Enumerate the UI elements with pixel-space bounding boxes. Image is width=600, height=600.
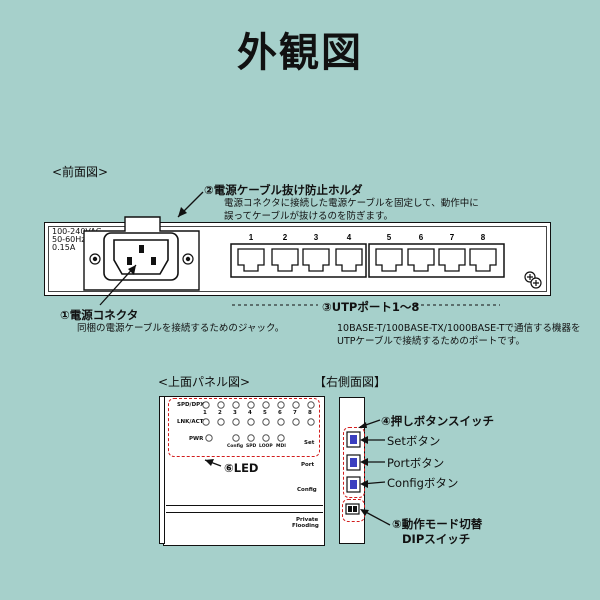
utp-port-number: 2 bbox=[283, 233, 288, 242]
pwr-label: PWR bbox=[189, 436, 204, 442]
status-led bbox=[277, 418, 285, 426]
side-label-config: Config bbox=[297, 487, 317, 493]
utp-port-socket bbox=[271, 248, 299, 272]
utp-port-number: 5 bbox=[387, 233, 392, 242]
set-button-label: Setボタン bbox=[387, 434, 441, 448]
status-led bbox=[217, 401, 225, 409]
side-label-flooding: Flooding bbox=[292, 523, 319, 529]
led-number: 3 bbox=[233, 410, 237, 416]
mode-led bbox=[262, 434, 270, 442]
status-led bbox=[307, 418, 315, 426]
page-title: 外観図 bbox=[237, 30, 363, 76]
utp-port-number: 7 bbox=[450, 233, 455, 242]
desc-line: UTPケーブルで接続するためのポートです。 bbox=[337, 336, 525, 347]
port-button-label: Portボタン bbox=[387, 456, 445, 470]
dip-switch bbox=[345, 503, 360, 515]
config-button-label: Configボタン bbox=[387, 476, 459, 490]
mode-led bbox=[247, 434, 255, 442]
led-number: 1 bbox=[203, 410, 207, 416]
side-label-port: Port bbox=[301, 462, 315, 468]
status-led bbox=[247, 418, 255, 426]
right-view-label: 【右側面図】 bbox=[314, 375, 387, 389]
mode-label-mdi: MDI bbox=[276, 444, 286, 449]
desc-line: 電源コネクタに接続した電源ケーブルを固定して、動作中に bbox=[224, 198, 479, 209]
power-spec-line: 100-240VAC bbox=[52, 227, 102, 236]
led-number: 5 bbox=[263, 410, 267, 416]
status-led bbox=[232, 401, 240, 409]
spd-dpx-leds bbox=[202, 401, 315, 409]
dip-callout-line: ⑤動作モード切替 bbox=[392, 517, 483, 531]
connector-pin bbox=[127, 257, 132, 265]
connector-pin bbox=[151, 257, 156, 265]
status-led bbox=[202, 401, 210, 409]
holder-callout-desc: 電源コネクタに接続した電源ケーブルを固定して、動作中に 誤ってケーブルが抜けるの… bbox=[224, 197, 479, 223]
push-button-callout: ④押しボタンスイッチ bbox=[381, 414, 495, 428]
status-led bbox=[247, 401, 255, 409]
utp-port-number: 6 bbox=[419, 233, 424, 242]
led-highlight bbox=[168, 398, 320, 457]
mode-led bbox=[277, 434, 285, 442]
dip-callout: ⑤動作モード切替 DIPスイッチ bbox=[392, 517, 482, 547]
utp-port-number: 3 bbox=[314, 233, 319, 242]
led-callout: ⑥LED bbox=[224, 461, 259, 475]
power-spec-line: 0.15A bbox=[52, 243, 76, 252]
side-label-set: Set bbox=[304, 440, 315, 446]
utp-port-number: 1 bbox=[249, 233, 254, 242]
top-panel-lower-line bbox=[166, 512, 323, 513]
mode-label-spd: SPD bbox=[246, 444, 257, 449]
mode-label-config: Config bbox=[227, 444, 244, 449]
utp-ports bbox=[237, 248, 497, 272]
utp-port-socket bbox=[438, 248, 466, 272]
led-number: 4 bbox=[248, 410, 252, 416]
front-view-label: <前面図> bbox=[52, 165, 109, 179]
utp-port-socket bbox=[375, 248, 403, 272]
pwr-led bbox=[205, 434, 213, 442]
utp-port-number: 4 bbox=[347, 233, 352, 242]
connector-pin bbox=[139, 245, 144, 253]
status-led bbox=[307, 401, 315, 409]
spd-dpx-label: SPD/DPX bbox=[177, 402, 205, 408]
power-spec: 100-240VAC 50-60Hz 0.15A bbox=[52, 228, 101, 252]
desc-line: 誤ってケーブルが抜けるのを防ぎます。 bbox=[224, 211, 394, 222]
lnk-act-label: LNK/ACT bbox=[177, 419, 204, 425]
led-number: 2 bbox=[218, 410, 222, 416]
status-led bbox=[277, 401, 285, 409]
mode-led bbox=[232, 434, 240, 442]
utp-port-socket bbox=[335, 248, 363, 272]
top-panel-rail bbox=[159, 396, 165, 544]
utp-callout-desc: 10BASE-T/100BASE-TX/1000BASE-Tで通信する機器を U… bbox=[337, 322, 581, 348]
top-panel-lower-line bbox=[166, 505, 323, 506]
status-led bbox=[217, 418, 225, 426]
connector-callout-heading: ①電源コネクタ bbox=[60, 308, 139, 322]
holder-callout-heading: ②電源ケーブル抜け防止ホルダ bbox=[204, 183, 363, 197]
led-number: 8 bbox=[308, 410, 312, 416]
utp-port-socket bbox=[469, 248, 497, 272]
front-panel-inner-edge bbox=[48, 226, 547, 292]
led-number: 7 bbox=[293, 410, 297, 416]
side-label-private: Private bbox=[296, 517, 319, 523]
desc-line: 10BASE-T/100BASE-TX/1000BASE-Tで通信する機器を bbox=[337, 323, 581, 334]
status-led bbox=[232, 418, 240, 426]
dip-callout-line: DIPスイッチ bbox=[402, 532, 471, 546]
top-panel-label: <上面パネル図> bbox=[158, 375, 251, 389]
mode-label-loop: LOOP bbox=[259, 444, 273, 449]
status-led bbox=[202, 418, 210, 426]
utp-port-socket bbox=[302, 248, 330, 272]
power-spec-line: 50-60Hz bbox=[52, 235, 86, 244]
utp-port-socket bbox=[237, 248, 265, 272]
status-led bbox=[292, 401, 300, 409]
status-led bbox=[262, 401, 270, 409]
utp-port-number: 8 bbox=[481, 233, 486, 242]
lnk-act-leds bbox=[202, 418, 315, 426]
utp-port-socket bbox=[407, 248, 435, 272]
status-led bbox=[292, 418, 300, 426]
status-led bbox=[262, 418, 270, 426]
connector-callout-desc: 同梱の電源ケーブルを接続するためのジャック。 bbox=[77, 323, 285, 334]
led-number: 6 bbox=[278, 410, 282, 416]
utp-callout-heading: ③UTPポート1～8 bbox=[322, 300, 420, 314]
